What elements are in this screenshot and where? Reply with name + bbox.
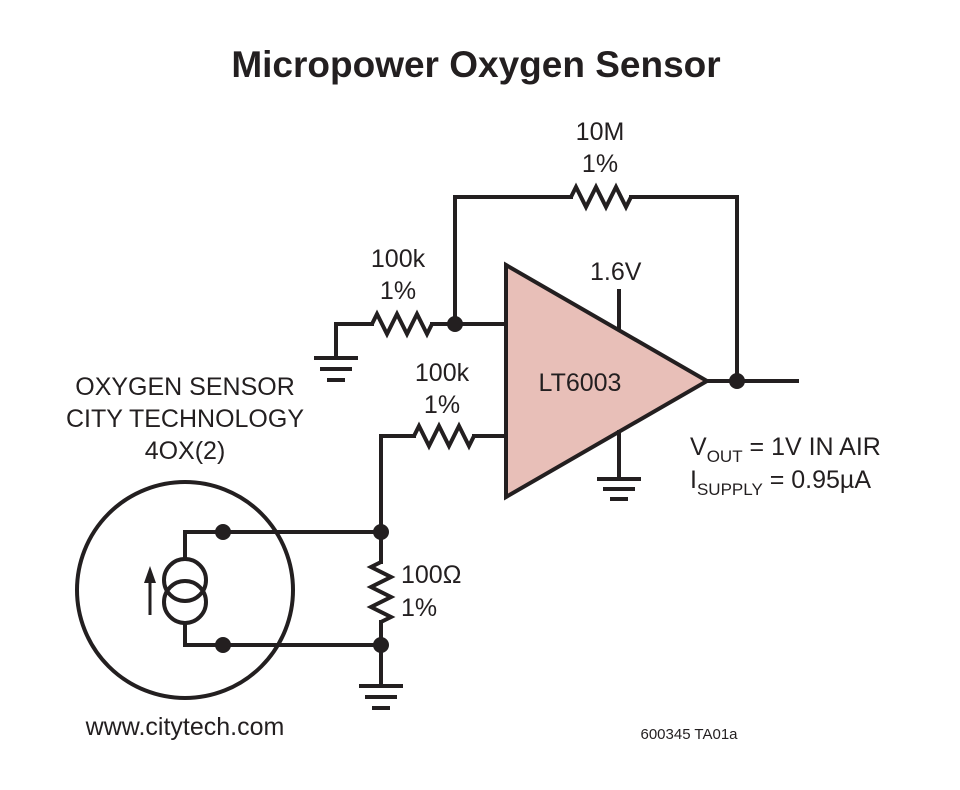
vout-spec: VOUT = 1V IN AIR (690, 433, 881, 466)
sensor-feed-wire (379, 434, 416, 534)
isupply-symbol: I (690, 466, 697, 494)
vout-subscript: OUT (707, 447, 743, 466)
bottom-ground-icon (359, 684, 403, 710)
op-amp-triangle (504, 261, 712, 501)
feedback-wire-left (453, 195, 573, 326)
input-resistor-bottom-zigzag (412, 421, 476, 451)
sensor-website: www.citytech.com (85, 713, 285, 741)
vout-value: = 1V IN AIR (743, 433, 881, 461)
sensor-label-line2: CITY TECHNOLOGY (66, 405, 304, 433)
current-source-icon (162, 524, 383, 653)
sense-resistor-value: 100Ω (401, 561, 461, 589)
top-ground-icon (314, 356, 358, 382)
input-resistor-top-zigzag (370, 309, 434, 339)
top-ground-wire (334, 322, 374, 360)
op-amp-label: LT6003 (539, 369, 622, 397)
sense-resistor-tolerance: 1% (401, 594, 437, 622)
feedback-wire-right (629, 195, 739, 383)
feedback-resistor-zigzag (569, 182, 633, 212)
sensor-label-line3: 4OX(2) (145, 437, 226, 465)
input-resistor-bottom-tolerance: 1% (424, 391, 460, 419)
diagram-title: Micropower Oxygen Sensor (231, 44, 720, 85)
supply-voltage-label: 1.6V (590, 258, 642, 286)
input-resistor-bottom-value: 100k (415, 359, 470, 387)
isupply-spec: ISUPPLY = 0.95µA (690, 466, 871, 499)
input-resistor-top-tolerance: 1% (380, 277, 416, 305)
current-arrow-icon (144, 566, 156, 615)
isupply-value: = 0.95µA (763, 466, 872, 494)
sense-resistor-zigzag (366, 560, 396, 624)
isupply-subscript: SUPPLY (697, 480, 763, 499)
feedback-resistor-tolerance: 1% (582, 150, 618, 178)
oxygen-sensor-outline (75, 480, 295, 700)
sensor-label-line1: OXYGEN SENSOR (75, 373, 295, 401)
figure-id: 600345 TA01a (640, 726, 738, 743)
input-resistor-top-value: 100k (371, 245, 426, 273)
vout-symbol: V (690, 433, 707, 461)
opamp-ground-icon (597, 430, 641, 501)
feedback-resistor-value: 10M (576, 118, 625, 146)
